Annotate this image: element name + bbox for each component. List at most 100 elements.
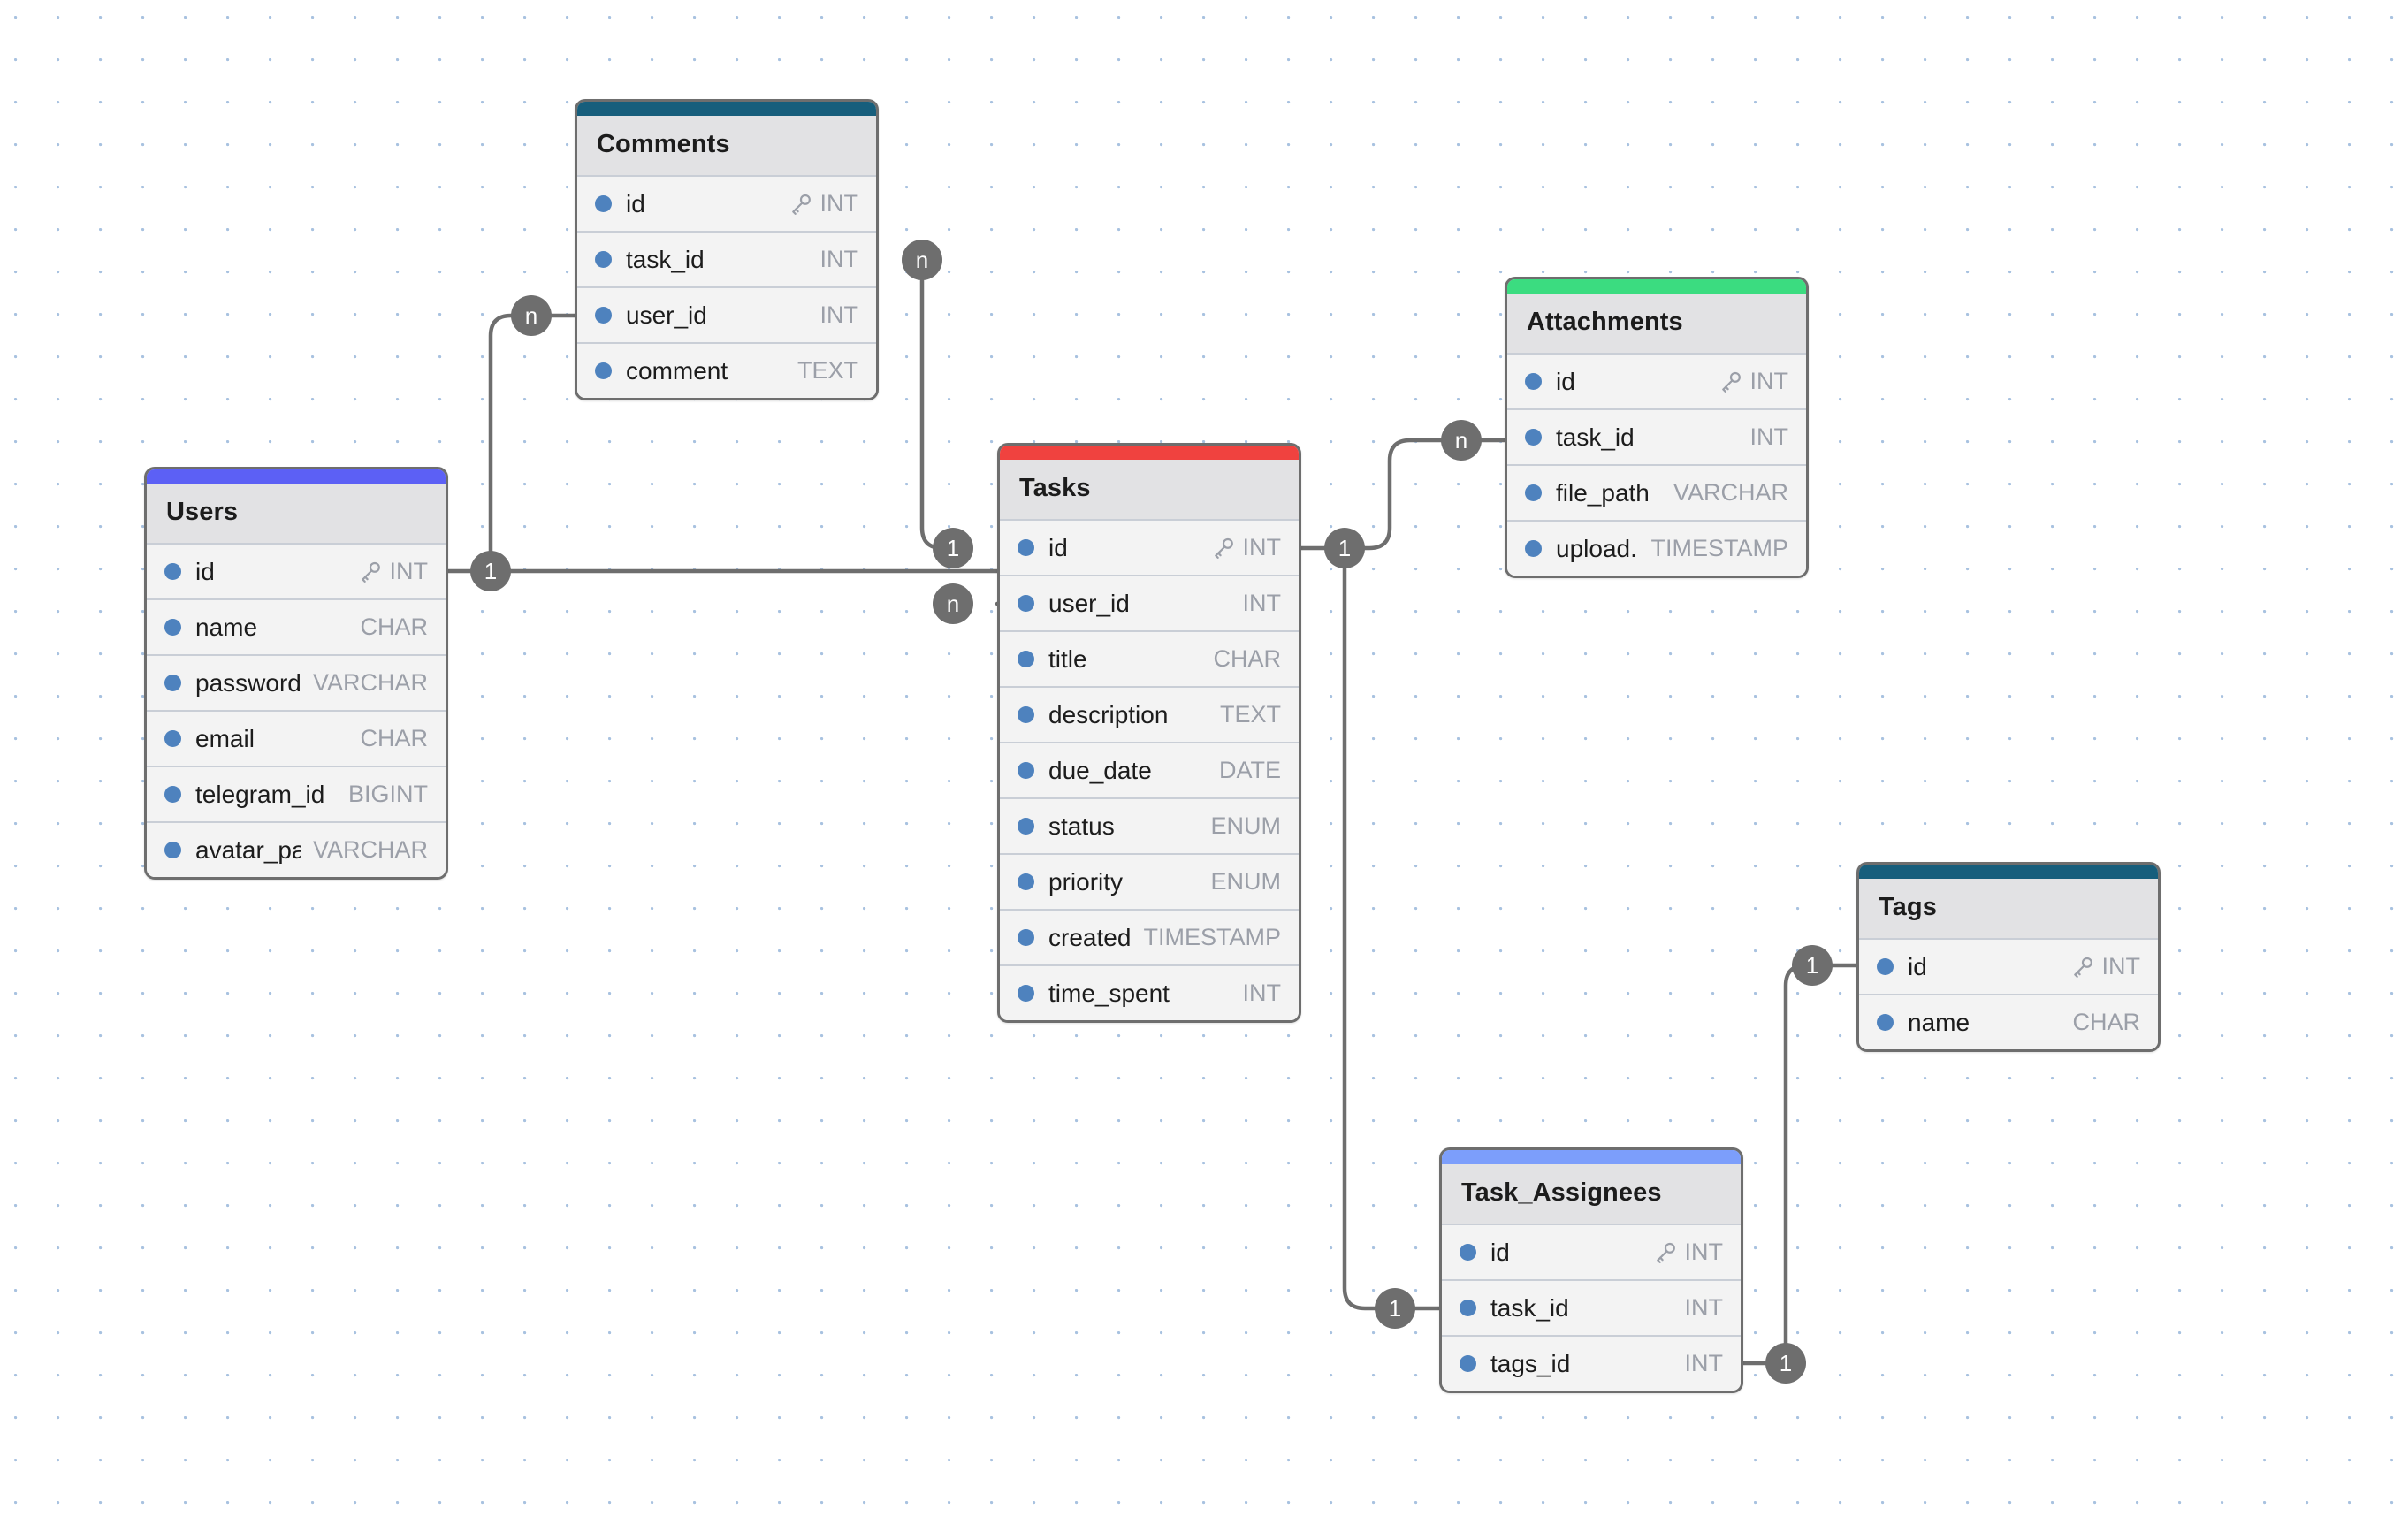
field-row-tasks-created[interactable]: created...TIMESTAMP [1000,909,1299,964]
field-bullet-icon [1460,1300,1476,1316]
field-name: user_id [626,301,707,329]
field-meta: INT [1199,534,1281,561]
field-bullet-icon [1018,929,1034,946]
field-name: avatar_pa... [195,835,301,864]
field-type: TEXT [797,357,858,384]
badge-comments-user_id: n [511,295,552,336]
field-type: INT [1242,590,1282,616]
field-bullet-icon [1018,985,1034,1002]
field-name: due_date [1048,756,1152,784]
field-row-tasks-user_id[interactable]: user_id INT [1000,575,1299,630]
wire-tasks-assignees [1342,565,1442,1311]
entity-title-task_assignees: Task_Assignees [1442,1164,1741,1224]
field-row-users-id[interactable]: id INT [147,543,446,598]
key-icon [791,194,811,215]
field-meta: CHAR [2060,1009,2140,1036]
field-bullet-icon [1877,1014,1894,1031]
field-meta: INT [776,190,858,217]
key-icon [361,561,380,583]
field-meta: INT [2058,953,2140,980]
field-row-comments-user_id[interactable]: user_id INT [577,286,876,342]
field-name: telegram_id [195,780,325,808]
field-name: status [1048,812,1115,840]
field-bullet-icon [1018,706,1034,723]
entity-accent-bar [1859,865,2158,879]
field-meta: BIGINT [336,781,428,808]
field-name: comment [626,356,728,385]
field-name: id [1490,1238,1510,1266]
entity-accent-bar [147,469,446,484]
key-icon [1721,371,1741,393]
field-name: created... [1048,923,1132,951]
key-icon [1214,537,1233,559]
field-type: INT [1749,368,1789,394]
field-bullet-icon [595,307,612,324]
field-row-attachments-upload[interactable]: upload...TIMESTAMP [1507,520,1806,576]
wire-tasks-comments [919,257,966,551]
entity-accent-bar [577,102,876,116]
wire-users-comments [488,313,577,574]
field-bullet-icon [1018,873,1034,890]
field-name: id [1048,533,1068,561]
field-name: tags_id [1490,1349,1571,1377]
field-bullet-icon [1877,958,1894,975]
field-bullet-icon [1018,595,1034,612]
field-bullet-icon [164,842,181,858]
field-row-comments-comment[interactable]: comment TEXT [577,342,876,398]
field-row-attachments-id[interactable]: id INT [1507,353,1806,408]
field-name: user_id [1048,589,1130,617]
field-type: CHAR [1213,645,1281,672]
field-type: BIGINT [347,781,428,807]
field-type: CHAR [360,614,428,640]
field-name: email [195,724,255,752]
field-bullet-icon [1525,373,1542,390]
field-type: INT [819,301,859,328]
field-name: id [195,557,215,585]
field-bullet-icon [164,675,181,691]
field-name: file_path [1556,478,1650,507]
field-name: id [1556,367,1575,395]
field-meta: INT [1231,980,1282,1007]
field-row-task_assignees-tags_id[interactable]: tags_id INT [1442,1335,1741,1391]
field-row-users-avatar_pa[interactable]: avatar_pa...VARCHAR [147,821,446,877]
badge-tasks-user_id: n [933,583,973,624]
entity-accent-bar [1442,1150,1741,1164]
field-bullet-icon [1018,539,1034,556]
field-type: INT [1684,1350,1724,1376]
field-row-users-telegram_id[interactable]: telegram_id BIGINT [147,766,446,821]
field-meta: CHAR [1200,645,1281,673]
field-row-tasks-id[interactable]: id INT [1000,519,1299,575]
entity-title-tags: Tags [1859,879,2158,938]
entity-title-tasks: Tasks [1000,460,1299,519]
field-meta: INT [346,558,429,585]
field-name: task_id [626,245,705,273]
entity-title-attachments: Attachments [1507,294,1806,353]
field-type: INT [1684,1294,1724,1321]
field-type: INT [389,558,429,584]
field-type: CHAR [2072,1009,2140,1035]
